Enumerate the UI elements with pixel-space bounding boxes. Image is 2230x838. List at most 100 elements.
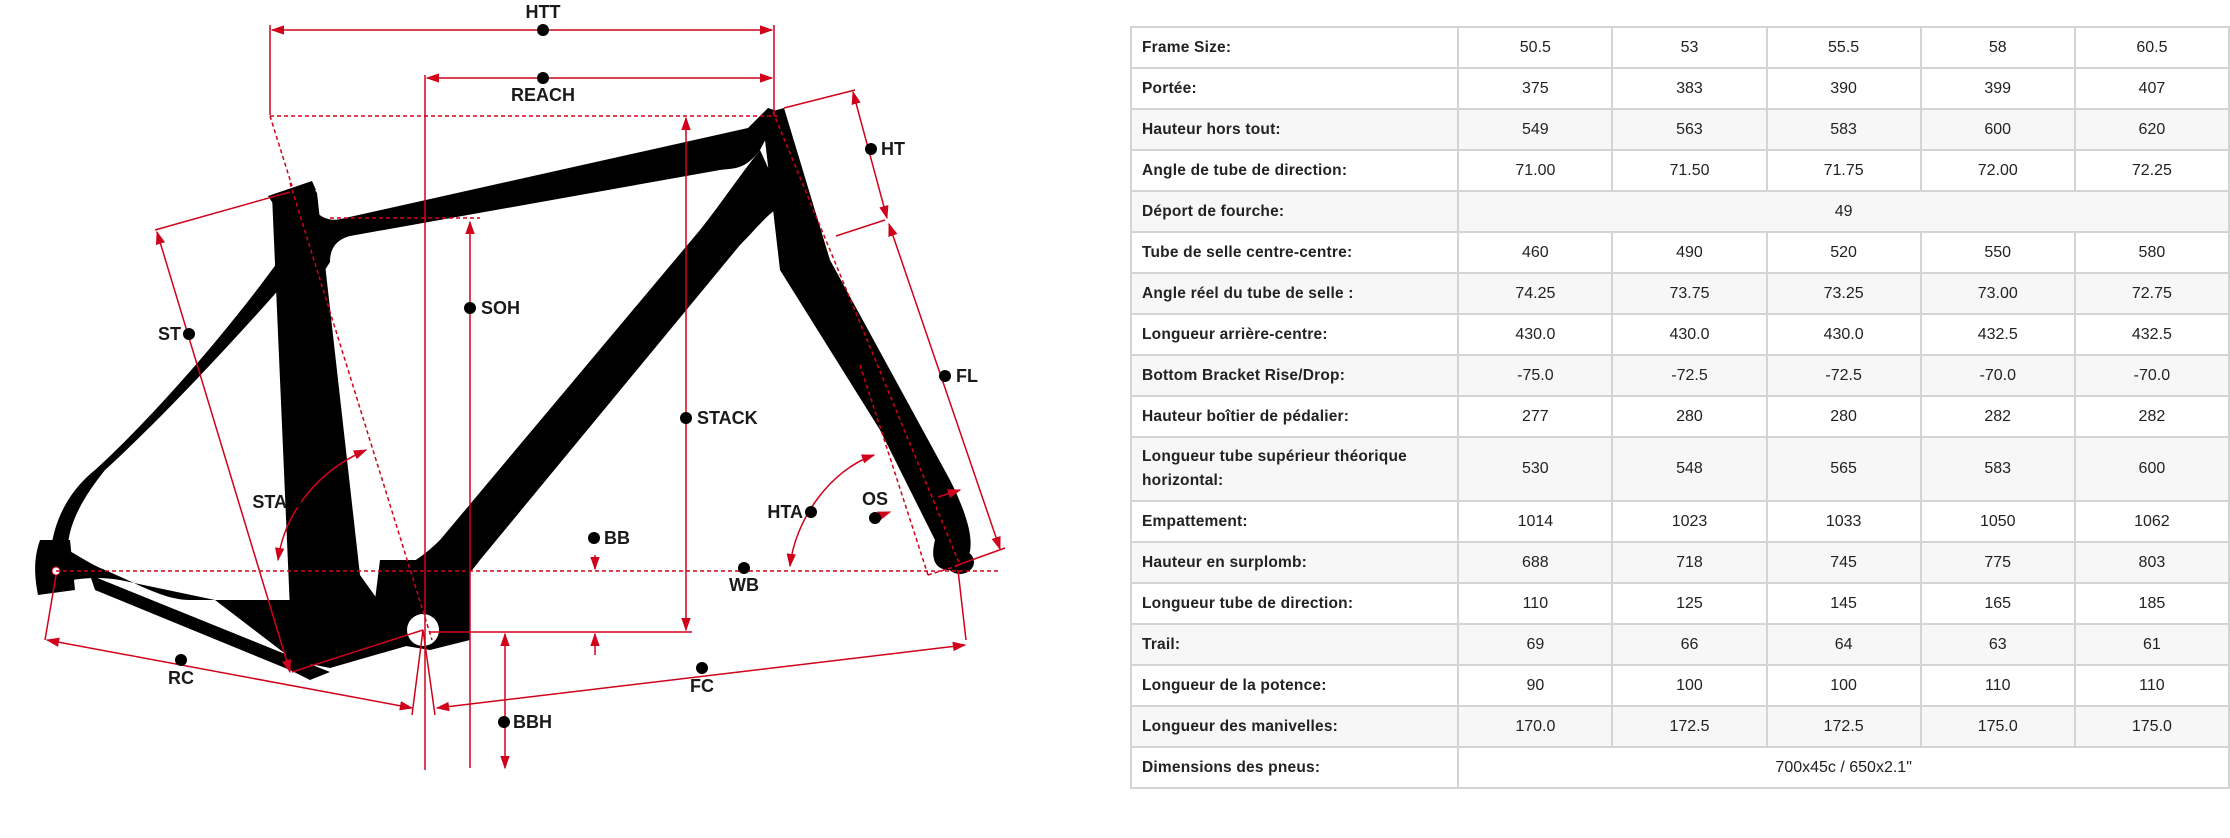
value-cell: 563 bbox=[1611, 108, 1768, 151]
value-cell: 125 bbox=[1611, 582, 1768, 625]
value-cell: 745 bbox=[1765, 541, 1922, 584]
value-cell: 583 bbox=[1765, 108, 1922, 151]
value-cell: 110 bbox=[1919, 664, 2076, 707]
value-cell: 50.5 bbox=[1457, 26, 1614, 69]
value-cell: 73.25 bbox=[1765, 272, 1922, 315]
value-cell: 280 bbox=[1611, 395, 1768, 438]
row-label: Hauteur boîtier de pédalier: bbox=[1129, 395, 1460, 438]
label-soh: SOH bbox=[481, 298, 520, 318]
value-cell: 565 bbox=[1765, 436, 1922, 502]
row-label: Angle réel du tube de selle : bbox=[1129, 272, 1460, 315]
value-cell: 165 bbox=[1919, 582, 2076, 625]
label-bbh: BBH bbox=[513, 712, 552, 732]
value-cell: 74.25 bbox=[1457, 272, 1614, 315]
label-reach: REACH bbox=[511, 85, 575, 105]
value-cell: 390 bbox=[1765, 67, 1922, 110]
value-cell: 530 bbox=[1457, 436, 1614, 502]
value-cell: 53 bbox=[1611, 26, 1768, 69]
value-cell: 60.5 bbox=[2073, 26, 2230, 69]
value-cell: 399 bbox=[1919, 67, 2076, 110]
value-cell: 549 bbox=[1457, 108, 1614, 151]
label-sta: STA bbox=[252, 492, 287, 512]
value-cell: 803 bbox=[2073, 541, 2230, 584]
row-label: Dimensions des pneus: bbox=[1129, 746, 1460, 789]
value-cell: 1014 bbox=[1457, 500, 1614, 543]
value-cell: 185 bbox=[2073, 582, 2230, 625]
row-label: Tube de selle centre-centre: bbox=[1129, 231, 1460, 274]
row-label: Hauteur hors tout: bbox=[1129, 108, 1460, 151]
value-cell: 61 bbox=[2073, 623, 2230, 666]
value-cell: 688 bbox=[1457, 541, 1614, 584]
value-cell: 375 bbox=[1457, 67, 1614, 110]
value-cell: 110 bbox=[2073, 664, 2230, 707]
label-bb: BB bbox=[604, 528, 630, 548]
value-cell: 1033 bbox=[1765, 500, 1922, 543]
value-cell: 71.00 bbox=[1457, 149, 1614, 192]
row-label: Frame Size: bbox=[1129, 26, 1460, 69]
value-cell: 520 bbox=[1765, 231, 1922, 274]
value-cell: 66 bbox=[1611, 623, 1768, 666]
merged-value-cell: 49 bbox=[1457, 190, 2230, 233]
value-cell: 175.0 bbox=[1919, 705, 2076, 748]
merged-value-cell: 700x45c / 650x2.1" bbox=[1457, 746, 2230, 789]
value-cell: 110 bbox=[1457, 582, 1614, 625]
value-cell: 282 bbox=[2073, 395, 2230, 438]
label-rc: RC bbox=[168, 668, 194, 688]
label-fl: FL bbox=[956, 366, 978, 386]
value-cell: 432.5 bbox=[2073, 313, 2230, 356]
value-cell: 580 bbox=[2073, 231, 2230, 274]
row-label: Portée: bbox=[1129, 67, 1460, 110]
table-row: Bottom Bracket Rise/Drop:-75.0-72.5-72.5… bbox=[1129, 354, 2230, 397]
value-cell: 72.00 bbox=[1919, 149, 2076, 192]
row-label: Hauteur en surplomb: bbox=[1129, 541, 1460, 584]
value-cell: 600 bbox=[2073, 436, 2230, 502]
row-label: Longueur de la potence: bbox=[1129, 664, 1460, 707]
value-cell: 55.5 bbox=[1765, 26, 1922, 69]
value-cell: 490 bbox=[1611, 231, 1768, 274]
value-cell: 583 bbox=[1919, 436, 2076, 502]
value-cell: 58 bbox=[1919, 26, 2076, 69]
value-cell: 72.75 bbox=[2073, 272, 2230, 315]
value-cell: 172.5 bbox=[1765, 705, 1922, 748]
value-cell: 1050 bbox=[1919, 500, 2076, 543]
label-wb: WB bbox=[729, 575, 759, 595]
value-cell: -70.0 bbox=[1919, 354, 2076, 397]
value-cell: 600 bbox=[1919, 108, 2076, 151]
value-cell: 100 bbox=[1765, 664, 1922, 707]
value-cell: 407 bbox=[2073, 67, 2230, 110]
value-cell: 432.5 bbox=[1919, 313, 2076, 356]
value-cell: 175.0 bbox=[2073, 705, 2230, 748]
table-row: Longueur tube supérieur théorique horizo… bbox=[1129, 436, 2230, 502]
value-cell: 145 bbox=[1765, 582, 1922, 625]
label-os: OS bbox=[862, 489, 888, 509]
value-cell: 280 bbox=[1765, 395, 1922, 438]
label-stack: STACK bbox=[697, 408, 758, 428]
value-cell: 73.75 bbox=[1611, 272, 1768, 315]
label-htt: HTT bbox=[526, 2, 561, 22]
row-label: Bottom Bracket Rise/Drop: bbox=[1129, 354, 1460, 397]
value-cell: 71.75 bbox=[1765, 149, 1922, 192]
value-cell: 1062 bbox=[2073, 500, 2230, 543]
row-label: Angle de tube de direction: bbox=[1129, 149, 1460, 192]
row-label: Longueur des manivelles: bbox=[1129, 705, 1460, 748]
value-cell: -72.5 bbox=[1611, 354, 1768, 397]
value-cell: -70.0 bbox=[2073, 354, 2230, 397]
row-label: Trail: bbox=[1129, 623, 1460, 666]
value-cell: 430.0 bbox=[1611, 313, 1768, 356]
value-cell: 620 bbox=[2073, 108, 2230, 151]
row-label: Empattement: bbox=[1129, 500, 1460, 543]
value-cell: 170.0 bbox=[1457, 705, 1614, 748]
table-row: Dimensions des pneus:700x45c / 650x2.1" bbox=[1129, 746, 2230, 789]
label-fc: FC bbox=[690, 676, 714, 696]
label-st: ST bbox=[158, 324, 181, 344]
